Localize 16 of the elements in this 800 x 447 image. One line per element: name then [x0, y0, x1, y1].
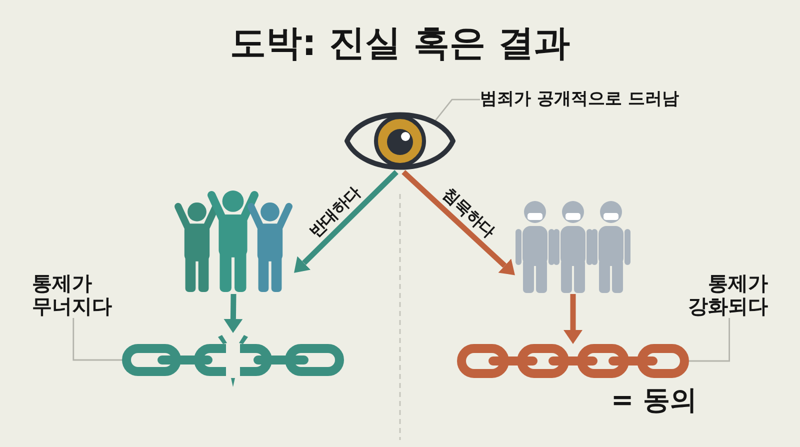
leader-line [72, 318, 122, 361]
arrow [564, 294, 582, 344]
masked-people-drawing [515, 200, 631, 294]
arrow [294, 170, 398, 273]
outcome-label: 통제가 무너지다 [32, 272, 120, 318]
title: 도박: 진실 혹은 결과 [230, 22, 570, 66]
callout-text: 범죄가 공개적으로 드러남 [480, 89, 679, 110]
arrow [402, 170, 515, 276]
cheering-people-drawing [173, 188, 294, 294]
chain-drawing [457, 344, 689, 378]
leader-line [689, 318, 730, 362]
leader-line [434, 98, 480, 121]
broken-chain-drawing [122, 333, 344, 387]
arrow [224, 294, 243, 333]
note-text: = 동의 [611, 386, 698, 416]
outcome-label: 통제가 강화되다 [680, 272, 768, 318]
